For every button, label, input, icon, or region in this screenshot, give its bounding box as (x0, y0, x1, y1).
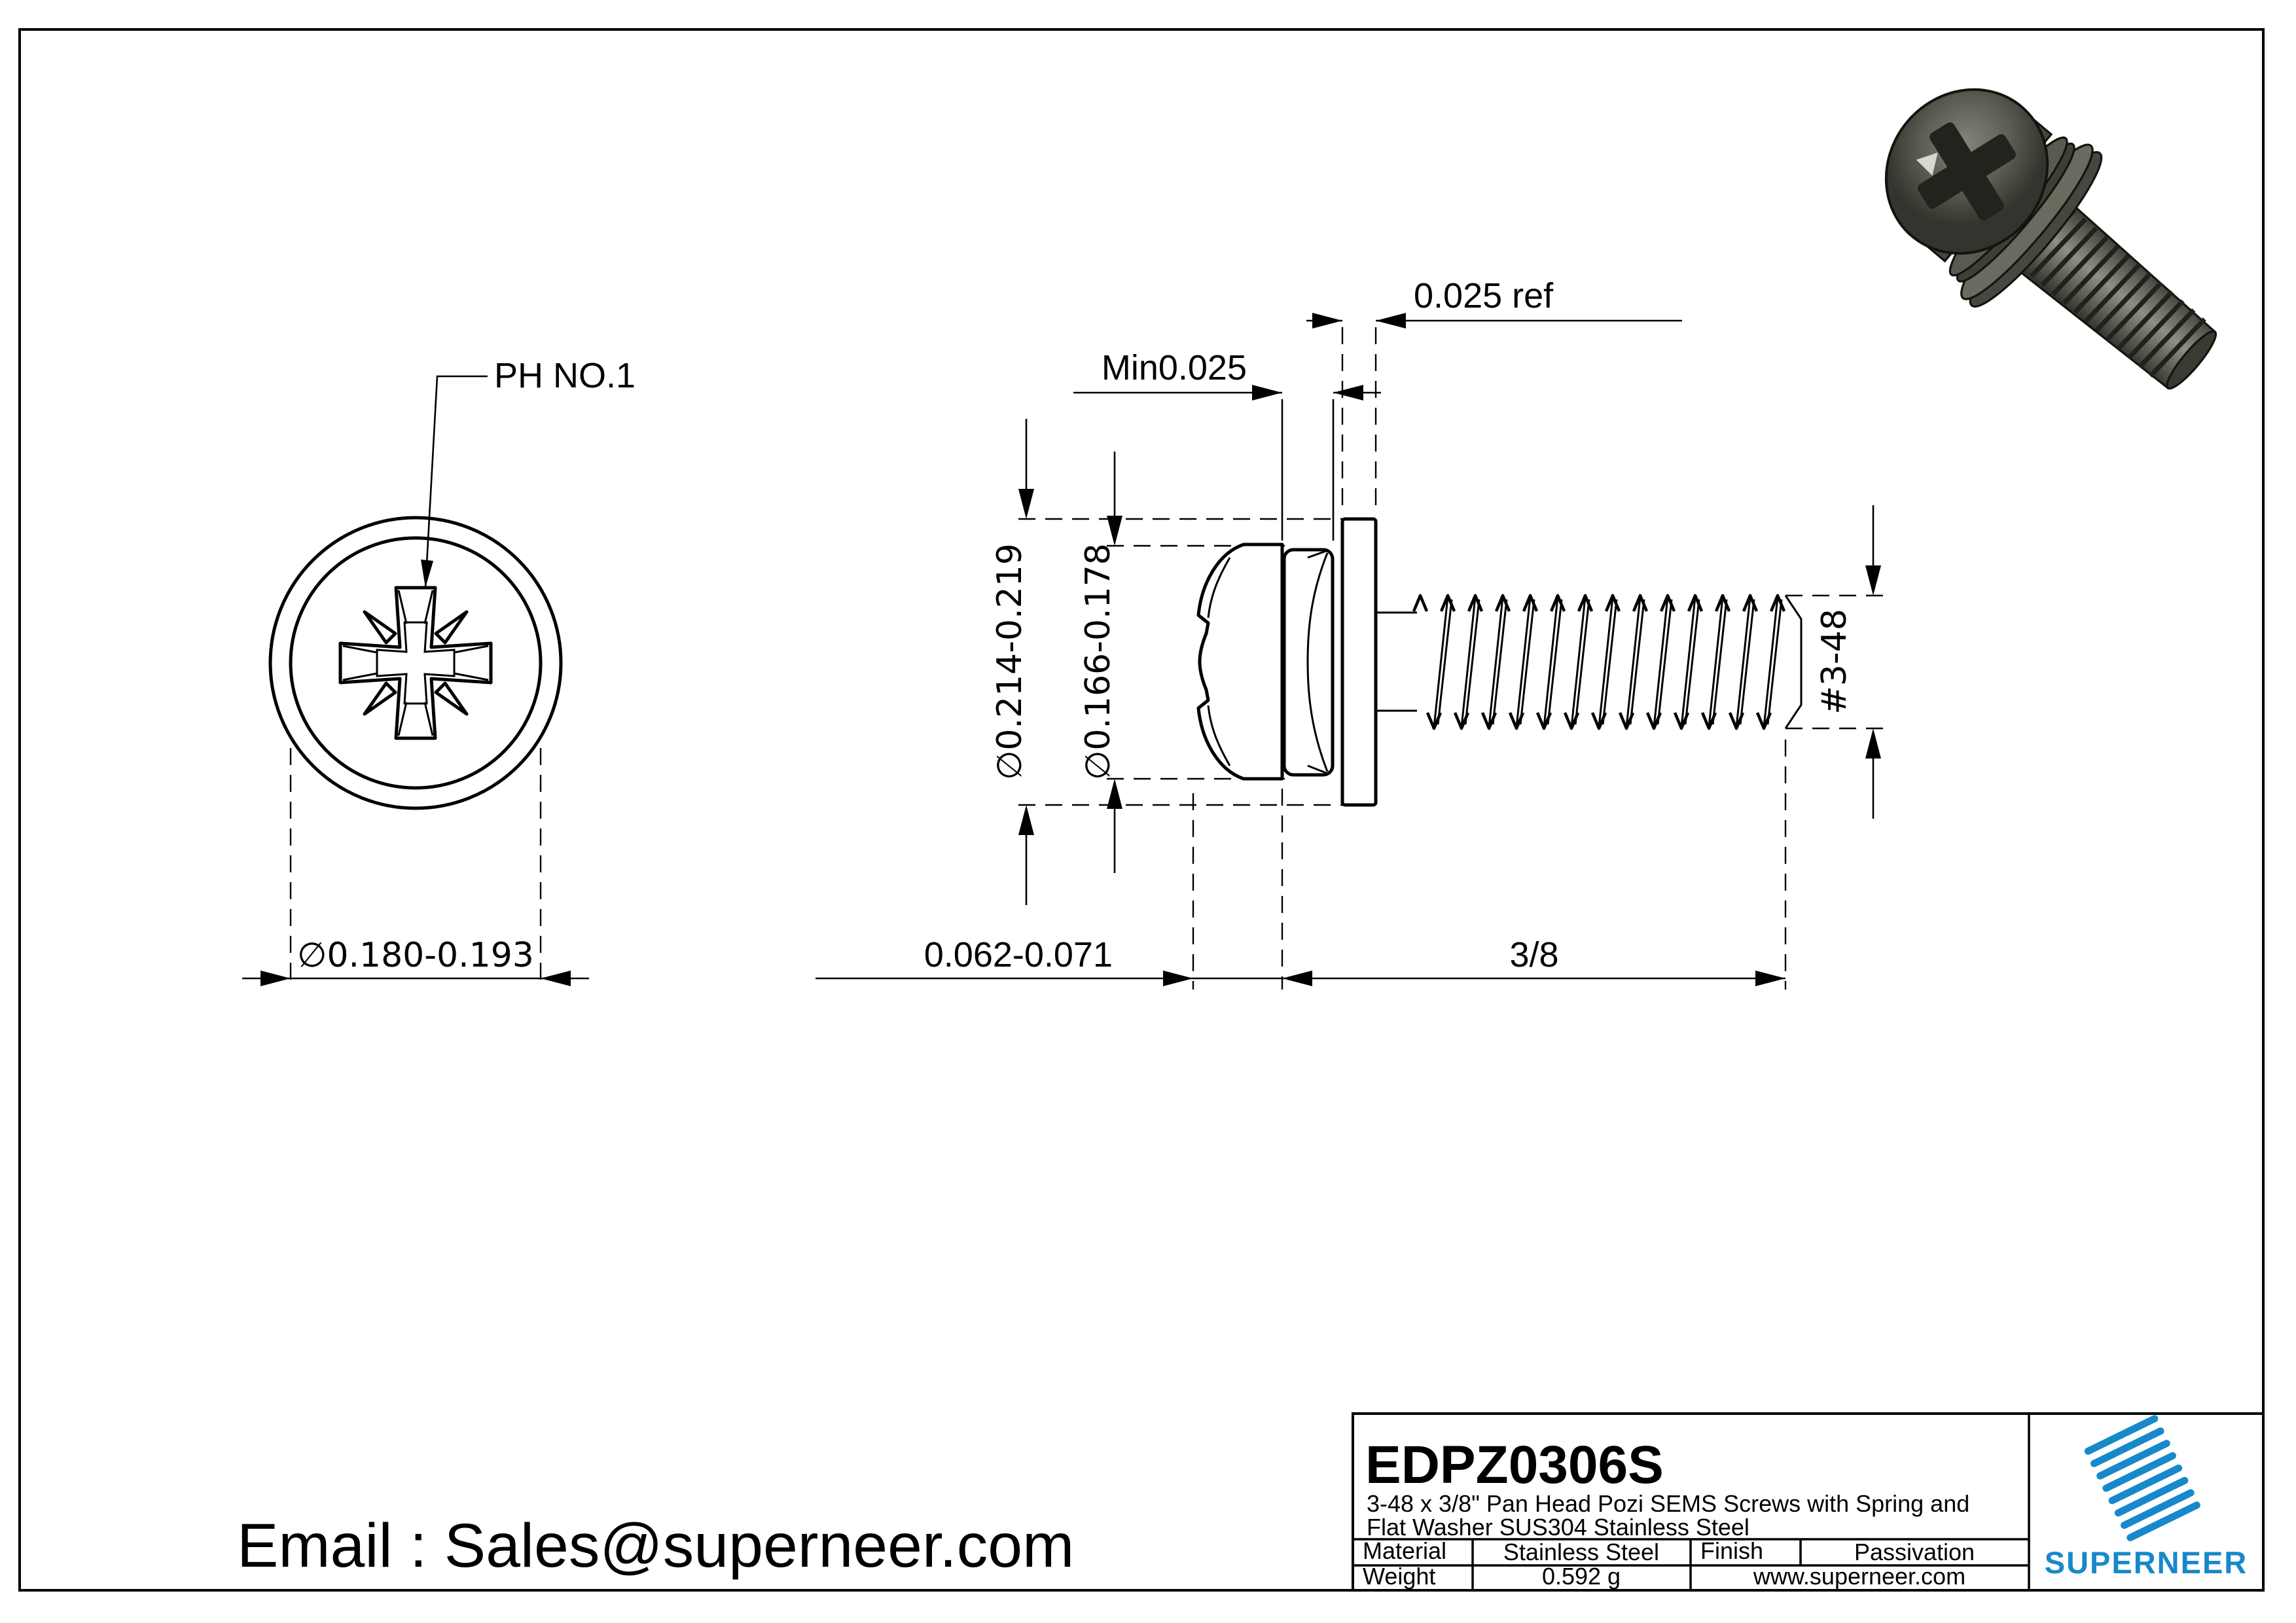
brand-name: SUPERNEER (2045, 1545, 2248, 1580)
part-description-line1: 3-48 x 3/8" Pan Head Pozi SEMS Screws wi… (1367, 1490, 1969, 1517)
side-view: ∅0.214-0.219 ∅0.166-0.178 Min0.025 0 (816, 276, 1889, 990)
spring-washer (1282, 548, 1335, 777)
material-value: Stainless Steel (1503, 1539, 1659, 1565)
pan-head (1196, 543, 1284, 781)
thread-profile (1412, 594, 1803, 730)
material-label: Material (1363, 1537, 1446, 1564)
spring-washer-min-text: Min0.025 (1102, 348, 1247, 387)
washer-od-dimension: ∅0.214-0.219 (990, 419, 1034, 905)
weight-value: 0.592 g (1542, 1563, 1621, 1590)
flat-washer (1340, 517, 1378, 807)
finish-label: Finish (1700, 1537, 1763, 1564)
front-view: PH NO.1 ∅0.180-0.193 (242, 356, 636, 990)
screw-3d-render (1884, 88, 2217, 390)
head-diameter-text: ∅0.180-0.193 (297, 936, 534, 975)
thread-size-text: #3-48 (1815, 609, 1854, 715)
pozi-cross-icon (338, 586, 493, 740)
part-number: EDPZ0306S (1365, 1435, 1664, 1495)
head-diameter-side-dimension: ∅0.166-0.178 (1079, 452, 1122, 873)
head-diameter-dimension: ∅0.180-0.193 (242, 936, 589, 986)
thread-length-text: 3/8 (1509, 935, 1558, 974)
drive-leader (421, 375, 488, 588)
flat-washer-ref-dimension: 0.025 ref (1306, 276, 1682, 329)
head-height-text: 0.062-0.071 (924, 935, 1113, 974)
thread-size-dimension: #3-48 (1815, 505, 1881, 819)
shank-lines (1376, 611, 1417, 712)
website-link: www.superneer.com (1753, 1563, 1965, 1590)
washer-od-text: ∅0.214-0.219 (990, 543, 1030, 780)
finish-value: Passivation (1854, 1539, 1975, 1565)
flat-washer-ref-text: 0.025 ref (1414, 276, 1554, 315)
drive-size-label: PH NO.1 (494, 356, 636, 395)
superneer-logo-icon: SUPERNEER (2045, 1415, 2248, 1580)
head-height-dimension: 0.062-0.071 (816, 935, 1312, 986)
head-diameter-side-text: ∅0.166-0.178 (1079, 543, 1118, 780)
spring-washer-min-dimension: Min0.025 (1073, 348, 1381, 541)
thread-length-dimension: 3/8 (1282, 935, 1785, 986)
weight-label: Weight (1363, 1563, 1435, 1590)
pozi-recess-3d (1916, 122, 2016, 221)
page-border (18, 28, 2265, 1592)
email-text: Email : Sales@superneer.com (237, 1511, 1074, 1580)
title-block: EDPZ0306S 3-48 x 3/8" Pan Head Pozi SEMS… (1352, 1412, 2265, 1592)
part-description-line2: Flat Washer SUS304 Stainless Steel (1367, 1514, 1749, 1541)
